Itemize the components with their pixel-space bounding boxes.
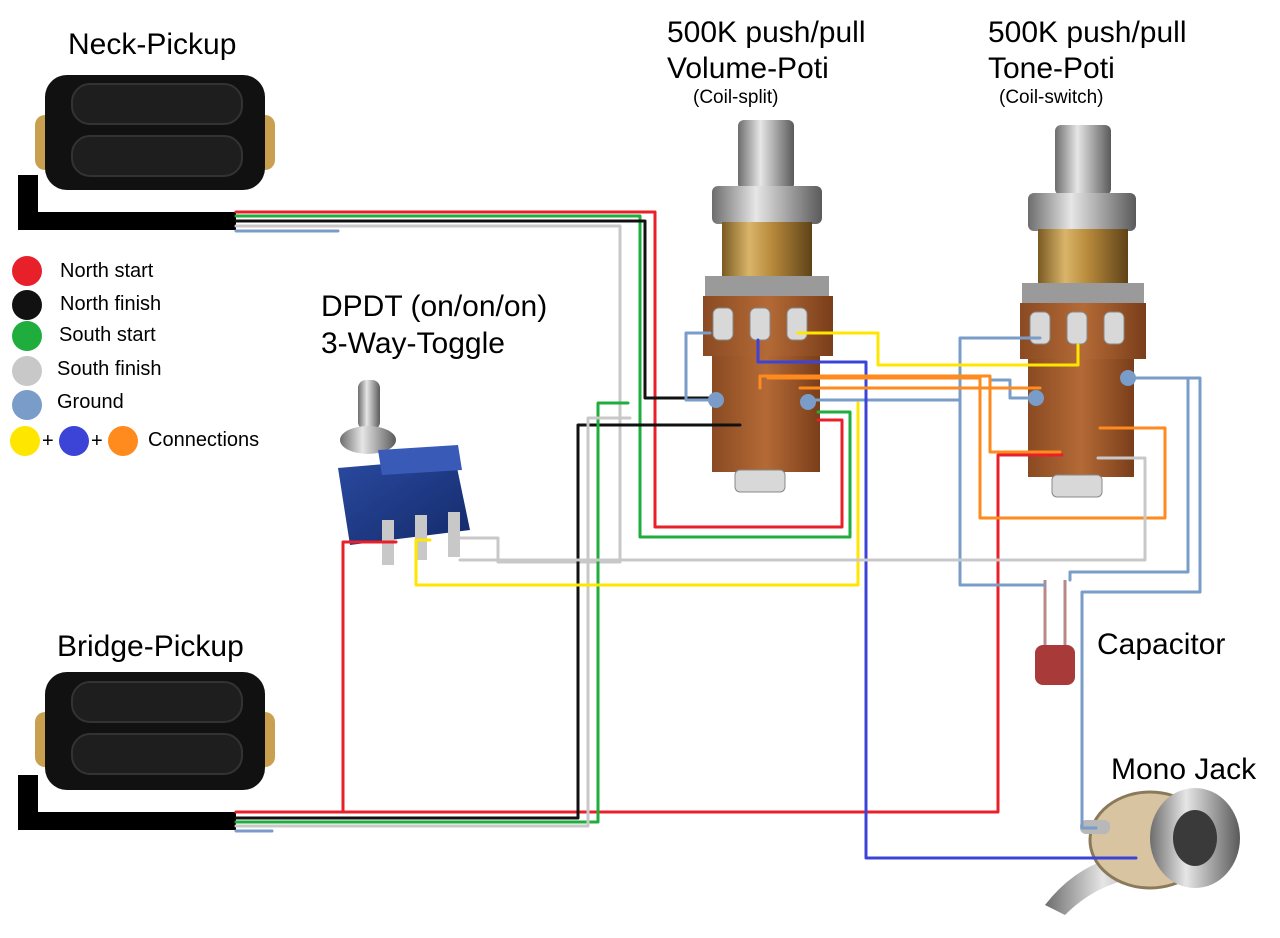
mono-jack bbox=[1045, 788, 1240, 915]
legend-label-south-start: South start bbox=[59, 324, 156, 346]
legend-dot-ground bbox=[12, 390, 42, 420]
tone-pot bbox=[1020, 125, 1146, 498]
neck-pickup-label: Neck-Pickup bbox=[68, 28, 237, 61]
legend-label-south-finish: South finish bbox=[57, 358, 162, 380]
legend-label-ground: Ground bbox=[57, 391, 124, 413]
volume-pot-title-1: 500K push/pull bbox=[667, 16, 866, 49]
tone-pot-title-2: Tone-Poti bbox=[988, 52, 1115, 85]
capacitor-label: Capacitor bbox=[1097, 628, 1226, 661]
volume-pot-subtitle: (Coil-split) bbox=[693, 87, 779, 108]
volume-pot-title-2: Volume-Poti bbox=[667, 52, 829, 85]
capacitor bbox=[1035, 580, 1075, 685]
solder-points bbox=[708, 370, 1136, 410]
legend-plus-1: + bbox=[42, 430, 54, 452]
legend-label-connections: Connections bbox=[148, 429, 260, 451]
legend-dot-south-finish bbox=[12, 356, 42, 386]
toggle-title-2: 3-Way-Toggle bbox=[321, 327, 505, 360]
tone-pot-title-1: 500K push/pull bbox=[988, 16, 1187, 49]
legend-dot-blue bbox=[59, 426, 89, 456]
legend-dot-yellow bbox=[10, 426, 40, 456]
legend-label-north-finish: North finish bbox=[60, 293, 162, 315]
legend-dot-orange bbox=[108, 426, 138, 456]
legend-dot-north-finish bbox=[12, 290, 42, 320]
neck-pickup bbox=[18, 75, 275, 230]
legend-plus-2: + bbox=[91, 430, 103, 452]
wires bbox=[234, 210, 1202, 860]
legend-dot-north-start bbox=[12, 256, 42, 286]
toggle-title-1: DPDT (on/on/on) bbox=[321, 290, 548, 323]
bridge-pickup-label: Bridge-Pickup bbox=[57, 630, 244, 663]
bridge-pickup bbox=[18, 672, 275, 830]
tone-pot-subtitle: (Coil-switch) bbox=[999, 87, 1104, 108]
mono-jack-label: Mono Jack bbox=[1111, 753, 1257, 786]
legend-label-north-start: North start bbox=[60, 260, 154, 282]
volume-pot bbox=[703, 120, 833, 493]
legend-dot-south-start bbox=[12, 321, 42, 351]
toggle-switch bbox=[338, 380, 470, 565]
